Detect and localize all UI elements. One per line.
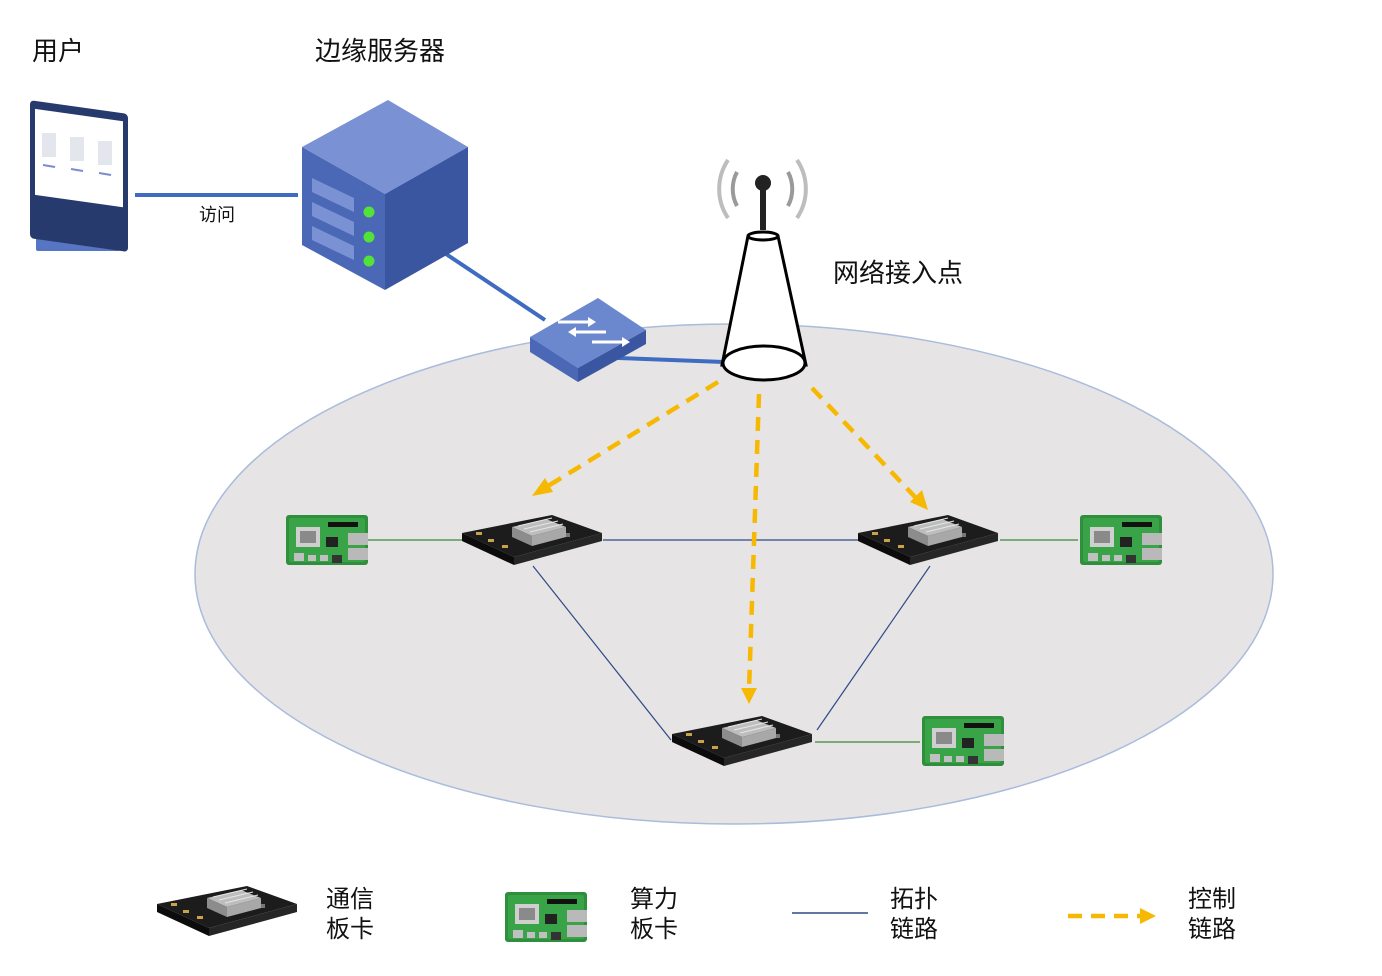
compute-board-right [1080,515,1162,565]
legend-control-link-label: 控制链路 [1188,884,1236,944]
legend-compute-board-icon [505,892,587,942]
access-link-label: 访问 [199,201,235,227]
legend-comm-board-label: 通信板卡 [326,884,374,944]
edge-server-icon [302,100,468,290]
access-point-tower-icon [719,160,806,380]
legend-control-arrowhead [1140,908,1156,924]
compute-board-bottom [922,716,1004,766]
user-label: 用户 [32,31,84,68]
access-point-label: 网络接入点 [833,253,963,290]
legend-compute-board-label: 算力板卡 [630,884,678,944]
user-monitor-icon [30,100,128,252]
legend-comm-board-icon [157,886,297,936]
edge-server-label: 边缘服务器 [315,31,445,68]
server-switch-link [440,250,545,320]
compute-board-left [286,515,368,565]
legend-topology-link-label: 拓扑链路 [890,884,938,944]
